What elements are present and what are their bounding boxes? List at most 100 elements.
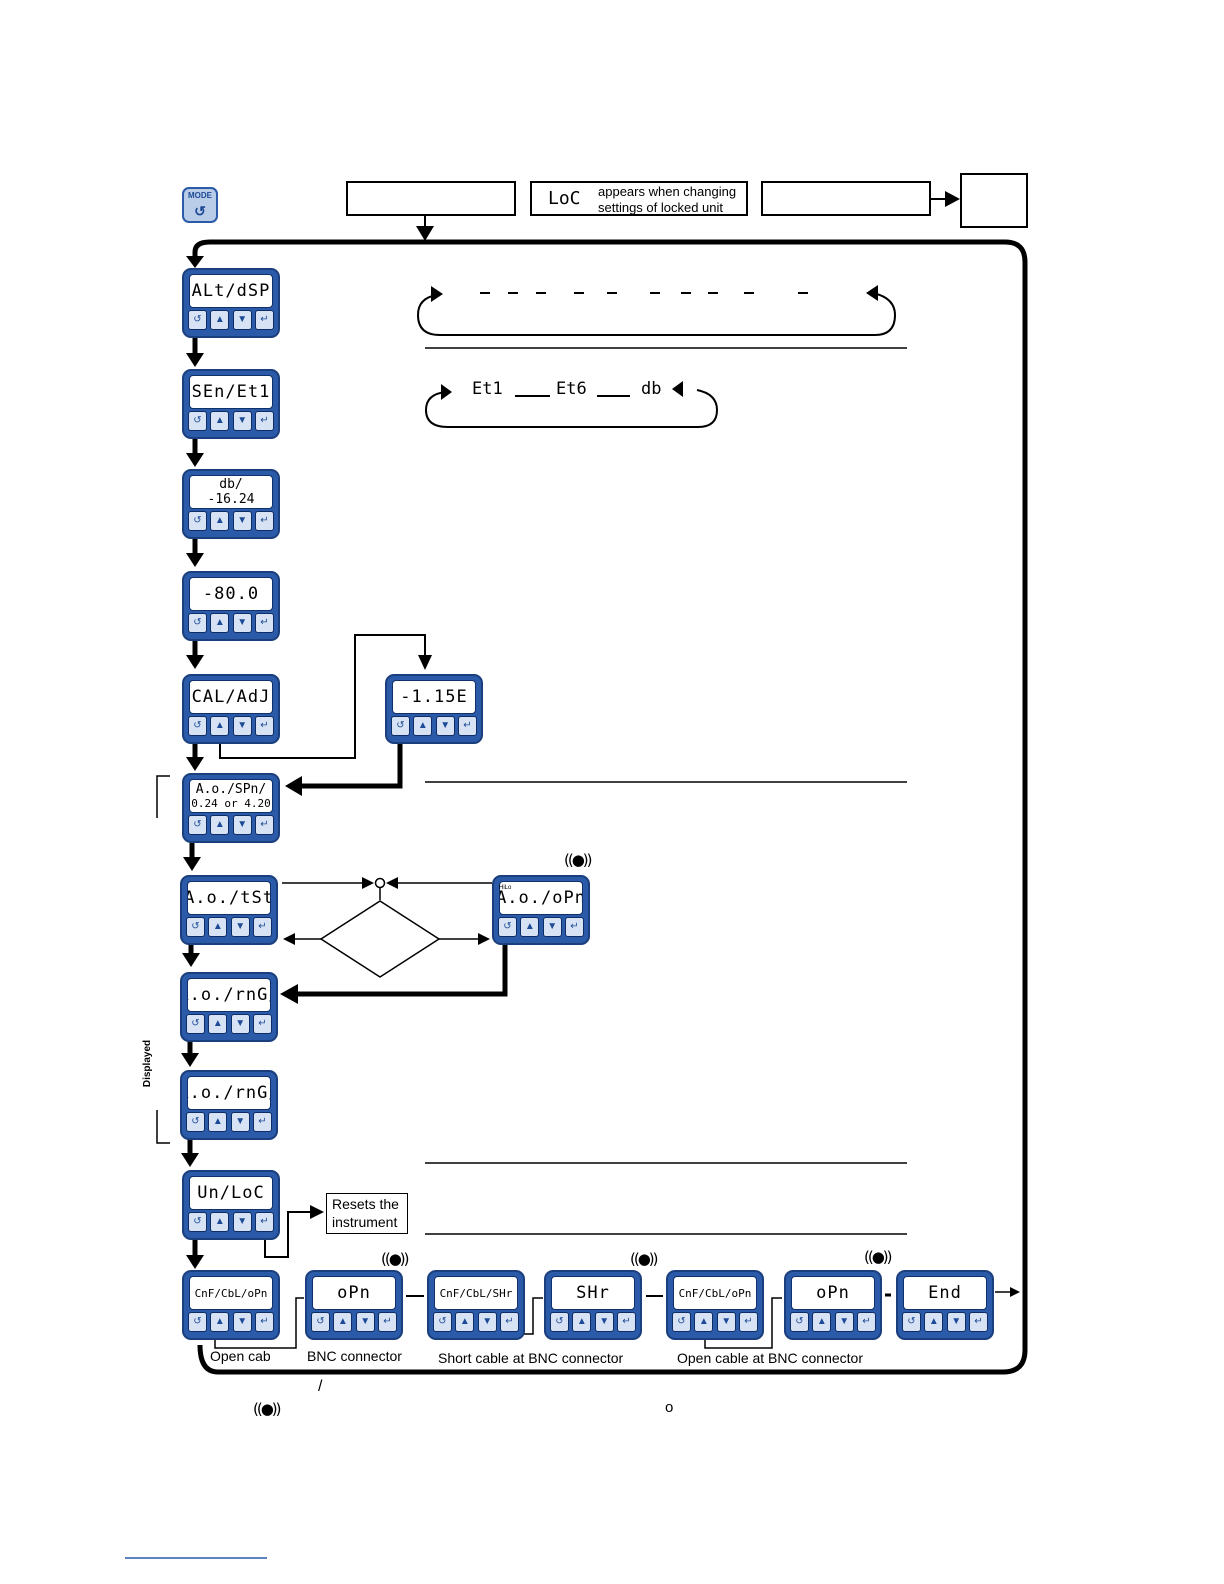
lcd-screen: -1.15E [392,680,476,714]
enter-key-icon[interactable]: ↵ [616,1312,636,1332]
enter-key-icon[interactable]: ↵ [254,511,274,531]
up-key-icon[interactable]: ▲ [210,1312,230,1332]
down-key-icon[interactable]: ▼ [834,1312,854,1332]
up-key-icon[interactable]: ▲ [210,613,230,633]
up-key-icon[interactable]: ▲ [208,1112,228,1132]
letter-o: o [665,1399,674,1416]
down-key-icon[interactable]: ▼ [232,1312,252,1332]
mode-key-icon[interactable]: ↺ [188,613,207,633]
mode-key-icon[interactable]: ↺ [188,411,207,431]
lcd-text: CnF/CbL/oPn [194,1286,268,1300]
lcd-text: ALt/dSP [191,280,271,301]
loop-entry-arrow [186,256,204,268]
lcd-screen: A.o./tSt [187,881,271,915]
up-key-icon[interactable]: ▲ [210,511,230,531]
mode-key-icon[interactable]: ↺ [433,1312,452,1332]
down-key-icon[interactable]: ▼ [232,310,252,330]
lock-note-line1: appears when changing [598,184,737,199]
mode-key-icon[interactable]: ↺ [186,1112,205,1132]
up-key-icon[interactable]: ▲ [413,716,433,736]
mode-key-icon[interactable]: ↺ [188,1312,207,1332]
up-key-icon[interactable]: ▲ [520,917,540,937]
up-key-icon[interactable]: ▲ [333,1312,353,1332]
mode-key-icon[interactable]: ↺ [550,1312,569,1332]
down-key-icon[interactable]: ▼ [230,917,250,937]
enter-key-icon[interactable]: ↵ [738,1312,758,1332]
enter-key-icon[interactable]: ↵ [252,1014,272,1034]
mode-key-icon[interactable]: ↺ [672,1312,691,1332]
enter-key-icon[interactable]: ↵ [457,716,477,736]
lcd-screen: A.o./rnG/ [187,978,271,1012]
buzzer-icon: ((●)) [253,1400,281,1418]
display-unit-minus80: -80.0↺▲▼↵ [182,571,280,641]
down-key-icon[interactable]: ▼ [716,1312,736,1332]
enter-key-icon[interactable]: ↵ [254,613,274,633]
enter-key-icon[interactable]: ↵ [254,815,274,835]
lcd-text: CAL/AdJ [191,686,271,707]
mode-key-icon[interactable]: ↺ [188,511,207,531]
enter-key-icon[interactable]: ↵ [254,310,274,330]
enter-key-icon[interactable]: ↵ [254,1212,274,1232]
up-key-icon[interactable]: ▲ [210,1212,230,1232]
down-key-icon[interactable]: ▼ [232,411,252,431]
display-unit-end: End ↺▲▼↵ [896,1270,994,1340]
down-key-icon[interactable]: ▼ [435,716,455,736]
up-key-icon[interactable]: ▲ [210,716,230,736]
up-key-icon[interactable]: ▲ [210,411,230,431]
enter-key-icon[interactable]: ↵ [856,1312,876,1332]
down-key-icon[interactable]: ▼ [355,1312,375,1332]
up-key-icon[interactable]: ▲ [694,1312,714,1332]
mode-key-icon[interactable]: ↺ [790,1312,809,1332]
down-key-icon[interactable]: ▼ [477,1312,497,1332]
down-key-icon[interactable]: ▼ [232,511,252,531]
down-key-icon[interactable]: ▼ [230,1014,250,1034]
down-key-icon[interactable]: ▼ [232,613,252,633]
enter-key-icon[interactable]: ↵ [499,1312,519,1332]
enter-key-icon[interactable]: ↵ [254,1312,274,1332]
side-label-displayed: Displayed [142,1039,154,1088]
mode-key-icon[interactable]: ↺ [311,1312,330,1332]
mode-key-icon[interactable]: ↺ [188,1212,207,1232]
lcd-text: End [928,1282,962,1303]
enter-key-icon[interactable]: ↵ [968,1312,988,1332]
mode-key-icon[interactable]: ↺ [902,1312,921,1332]
enter-key-icon[interactable]: ↵ [564,917,584,937]
lcd-screen: A.o./oPn [499,881,583,915]
lcd-text: CnF/CbL/oPn [678,1286,752,1300]
up-key-icon[interactable]: ▲ [572,1312,592,1332]
up-key-icon[interactable]: ▲ [210,310,230,330]
chain-arrow-heads [181,353,204,1269]
lock-note-code: LoC [548,188,581,209]
up-key-icon[interactable]: ▲ [812,1312,832,1332]
down-key-icon[interactable]: ▼ [542,917,562,937]
up-key-icon[interactable]: ▲ [208,1014,228,1034]
mode-key-icon[interactable]: ↺ [188,716,207,736]
down-key-icon[interactable]: ▼ [594,1312,614,1332]
mode-key-icon[interactable]: ↺ [188,815,207,835]
down-key-icon[interactable]: ▼ [232,716,252,736]
down-key-icon[interactable]: ▼ [232,815,252,835]
mode-key-icon[interactable]: ↺ [186,1014,205,1034]
enter-key-icon[interactable]: ↵ [252,1112,272,1132]
mode-key-icon[interactable]: ↺ [186,917,205,937]
up-key-icon[interactable]: ▲ [208,917,228,937]
up-key-icon[interactable]: ▲ [924,1312,944,1332]
display-unit-ao-rng1: A.o./rnG/↺▲▼↵ [180,972,278,1042]
enter-key-icon[interactable]: ↵ [252,917,272,937]
enter-key-icon[interactable]: ↵ [254,716,274,736]
enter-key-icon[interactable]: ↵ [377,1312,397,1332]
mode-key-icon[interactable]: ↺ [498,917,517,937]
down-key-icon[interactable]: ▼ [232,1212,252,1232]
down-key-icon[interactable]: ▼ [230,1112,250,1132]
enter-key-icon[interactable]: ↵ [254,411,274,431]
mode-key-icon: MODE ↺ [182,187,218,223]
lcd-screen: SHr [551,1276,635,1310]
display-unit-ao-spn: A.o./SPn/0.24 or 4.20↺▲▼↵ [182,773,280,843]
up-key-icon[interactable]: ▲ [455,1312,475,1332]
display-unit-ao-opn: A.o./oPn↺▲▼↵ [492,875,590,945]
mode-key-icon[interactable]: ↺ [391,716,410,736]
display-unit-un-loc: Un/LoC↺▲▼↵ [182,1170,280,1240]
down-key-icon[interactable]: ▼ [946,1312,966,1332]
up-key-icon[interactable]: ▲ [210,815,230,835]
mode-key-icon[interactable]: ↺ [188,310,207,330]
